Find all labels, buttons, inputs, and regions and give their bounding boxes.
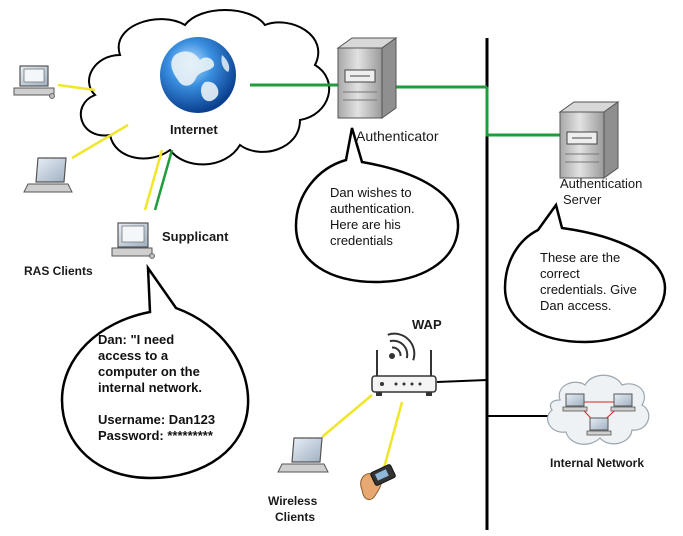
authenticator-server-icon	[336, 37, 398, 119]
message-line: Dan access.	[540, 298, 612, 313]
message-line: Here are his	[330, 217, 401, 232]
internet-label: Internet	[170, 122, 218, 137]
internal-network-label: Internal Network	[550, 456, 645, 470]
wireless-clients-label-line2: Clients	[275, 510, 316, 524]
message-line: access to a	[98, 348, 169, 363]
authenticator-label: Authenticator	[356, 128, 439, 144]
link-supplicant-internet	[153, 149, 174, 211]
message-line: These are the	[540, 250, 621, 265]
authenticator-speech-bubble	[294, 127, 460, 284]
message-line: authentication.	[330, 201, 415, 216]
authentication-server-label-line1: Authentication	[560, 176, 643, 191]
internal-computer-icon	[562, 393, 588, 412]
link-backbone-server	[485, 87, 562, 137]
supplicant-message: Dan: "I need access to a computer on the…	[98, 332, 215, 444]
internal-computer-icon	[586, 417, 612, 436]
wireless-clients-label-line1: Wireless	[268, 494, 318, 508]
message-line: correct	[540, 266, 580, 281]
server-message: These are the correct credentials. Give …	[540, 250, 637, 314]
link-ras1	[57, 83, 96, 92]
message-line	[98, 396, 215, 412]
authenticator-message: Dan wishes to authentication. Here are h…	[330, 185, 415, 249]
globe-icon	[160, 37, 236, 113]
supplicant-computer-icon	[111, 222, 155, 259]
internal-network-cloud	[547, 374, 650, 445]
wap-label: WAP	[412, 317, 442, 332]
link-wap-pda	[382, 401, 404, 469]
handheld-device-icon	[360, 464, 396, 500]
wifi-signal-icon	[387, 332, 416, 361]
message-line: computer on the	[98, 364, 200, 379]
supplicant-label: Supplicant	[162, 229, 229, 244]
wireless-laptop-icon	[277, 437, 329, 473]
authentication-server-label-line2: Server	[563, 192, 602, 207]
wireless-access-point-icon	[371, 350, 437, 396]
ras-desktop-icon	[13, 65, 55, 99]
message-line: credentials	[330, 233, 393, 248]
message-line: Username: Dan123	[98, 412, 216, 427]
message-line: credentials. Give	[540, 282, 637, 297]
ras-clients-label: RAS Clients	[24, 264, 93, 278]
message-line: Dan wishes to	[330, 185, 412, 200]
link-supplicant-yellow	[143, 149, 164, 211]
message-line: Password: *********	[98, 428, 213, 443]
message-line: Dan: "I need	[98, 332, 175, 347]
link-ras2	[71, 123, 129, 160]
link-wap-laptop	[321, 394, 373, 438]
server-speech-bubble	[503, 202, 667, 344]
supplicant-speech-bubble	[60, 263, 250, 480]
authentication-server-icon	[558, 101, 620, 179]
internal-computer-icon	[610, 393, 636, 412]
ras-laptop-icon	[23, 157, 73, 193]
link-wap-backbone	[436, 379, 488, 383]
message-line: internal network.	[98, 380, 203, 395]
